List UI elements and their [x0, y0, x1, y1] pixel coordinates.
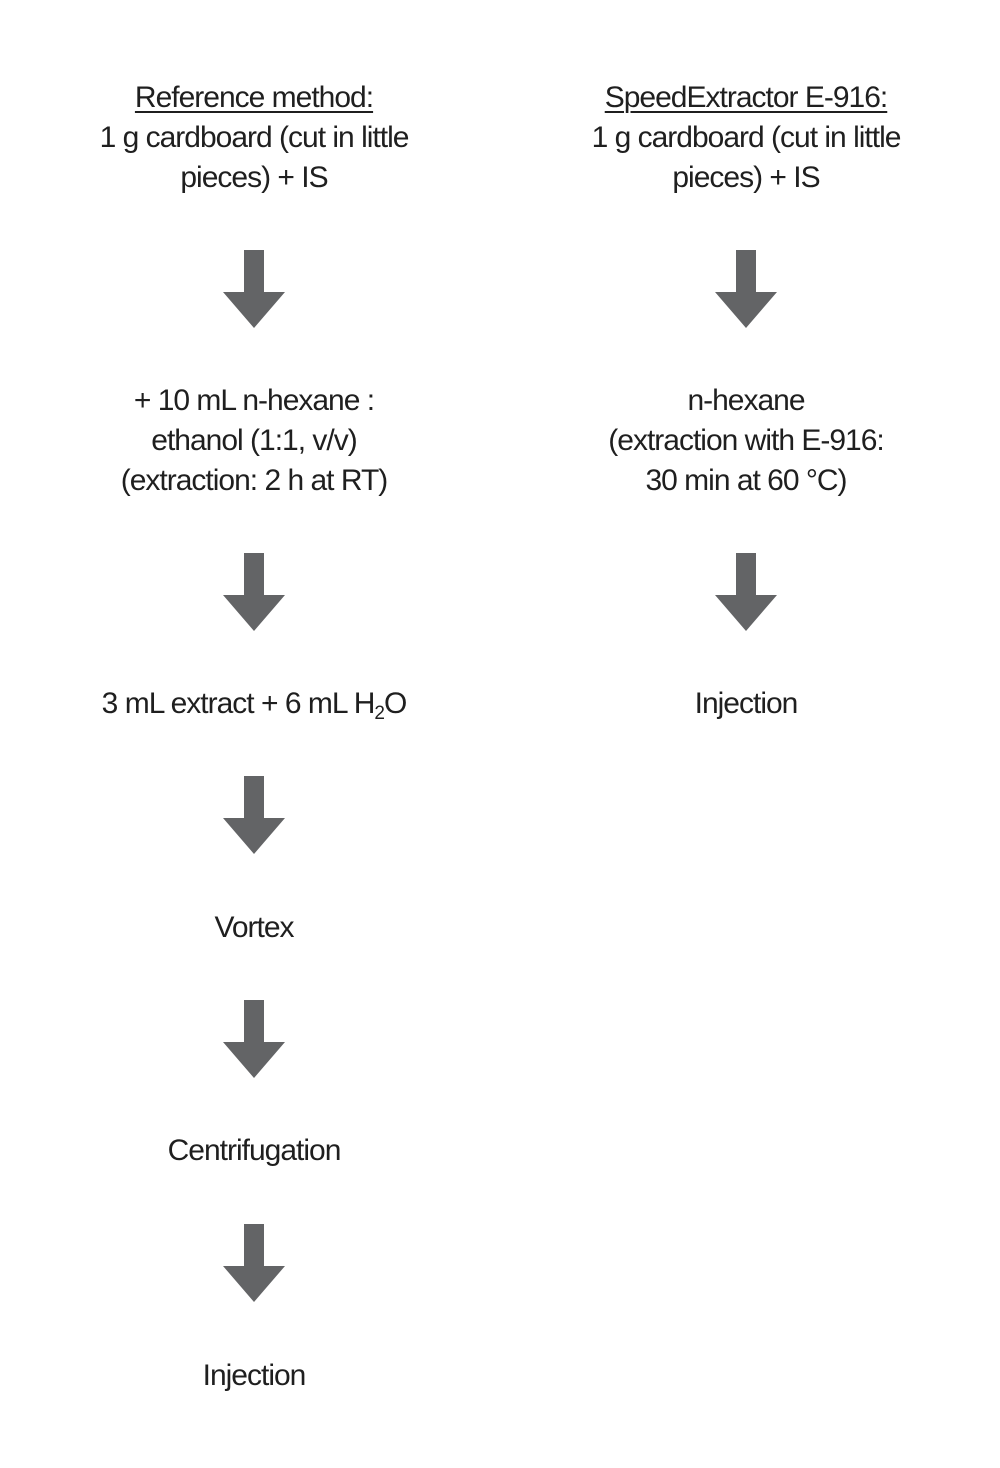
reference-step3-text-end: O	[383, 687, 407, 720]
down-arrow-icon	[715, 250, 777, 328]
down-arrow-icon	[223, 250, 285, 328]
down-arrow-icon	[223, 1000, 285, 1078]
reference-step5: Centrifugation	[167, 1134, 342, 1167]
down-arrow-shape	[223, 776, 285, 854]
reference-step3: 3 mL extract + 6 mL H2O	[101, 684, 408, 724]
reference-step2: + 10 mL n-hexane : ethanol (1:1, v/v) (e…	[120, 381, 389, 501]
reference-step3-subscript: 2	[374, 703, 385, 724]
reference-step2-line3: (extraction: 2 h at RT)	[120, 464, 389, 497]
reference-step3-text: 3 mL extract + 6 mL H	[101, 687, 376, 720]
reference-method-start: Reference method: 1 g cardboard (cut in …	[99, 78, 410, 198]
speedextractor-step3: Injection	[694, 687, 799, 720]
down-arrow-shape	[223, 250, 285, 328]
down-arrow-shape	[223, 1000, 285, 1078]
speedextractor-start: SpeedExtractor E-916: 1 g cardboard (cut…	[591, 78, 902, 198]
down-arrow-icon	[223, 776, 285, 854]
reference-step1-line1: 1 g cardboard (cut in little	[99, 121, 410, 154]
down-arrow-icon	[223, 1224, 285, 1302]
reference-method-title: Reference method:	[134, 81, 374, 114]
speedextractor-step1-line2: pieces) + IS	[672, 161, 820, 194]
down-arrow-icon	[223, 553, 285, 631]
speedextractor-step1-line1: 1 g cardboard (cut in little	[591, 121, 902, 154]
reference-step1-line2: pieces) + IS	[180, 161, 328, 194]
reference-step4: Vortex	[214, 911, 294, 944]
speedextractor-step2-line2: (extraction with E-916:	[608, 424, 884, 457]
speedextractor-title: SpeedExtractor E-916:	[604, 81, 889, 114]
down-arrow-shape	[715, 250, 777, 328]
reference-step6: Injection	[202, 1359, 307, 1392]
reference-step2-line1: + 10 mL n-hexane :	[133, 384, 375, 417]
down-arrow-icon	[715, 553, 777, 631]
speedextractor-step2: n-hexane (extraction with E-916: 30 min …	[608, 381, 884, 501]
down-arrow-shape	[223, 1224, 285, 1302]
down-arrow-shape	[223, 553, 285, 631]
down-arrow-shape	[715, 553, 777, 631]
speedextractor-step2-line1: n-hexane	[687, 384, 805, 417]
speedextractor-step2-line3: 30 min at 60 °C)	[645, 464, 847, 497]
reference-step2-line2: ethanol (1:1, v/v)	[151, 424, 357, 457]
